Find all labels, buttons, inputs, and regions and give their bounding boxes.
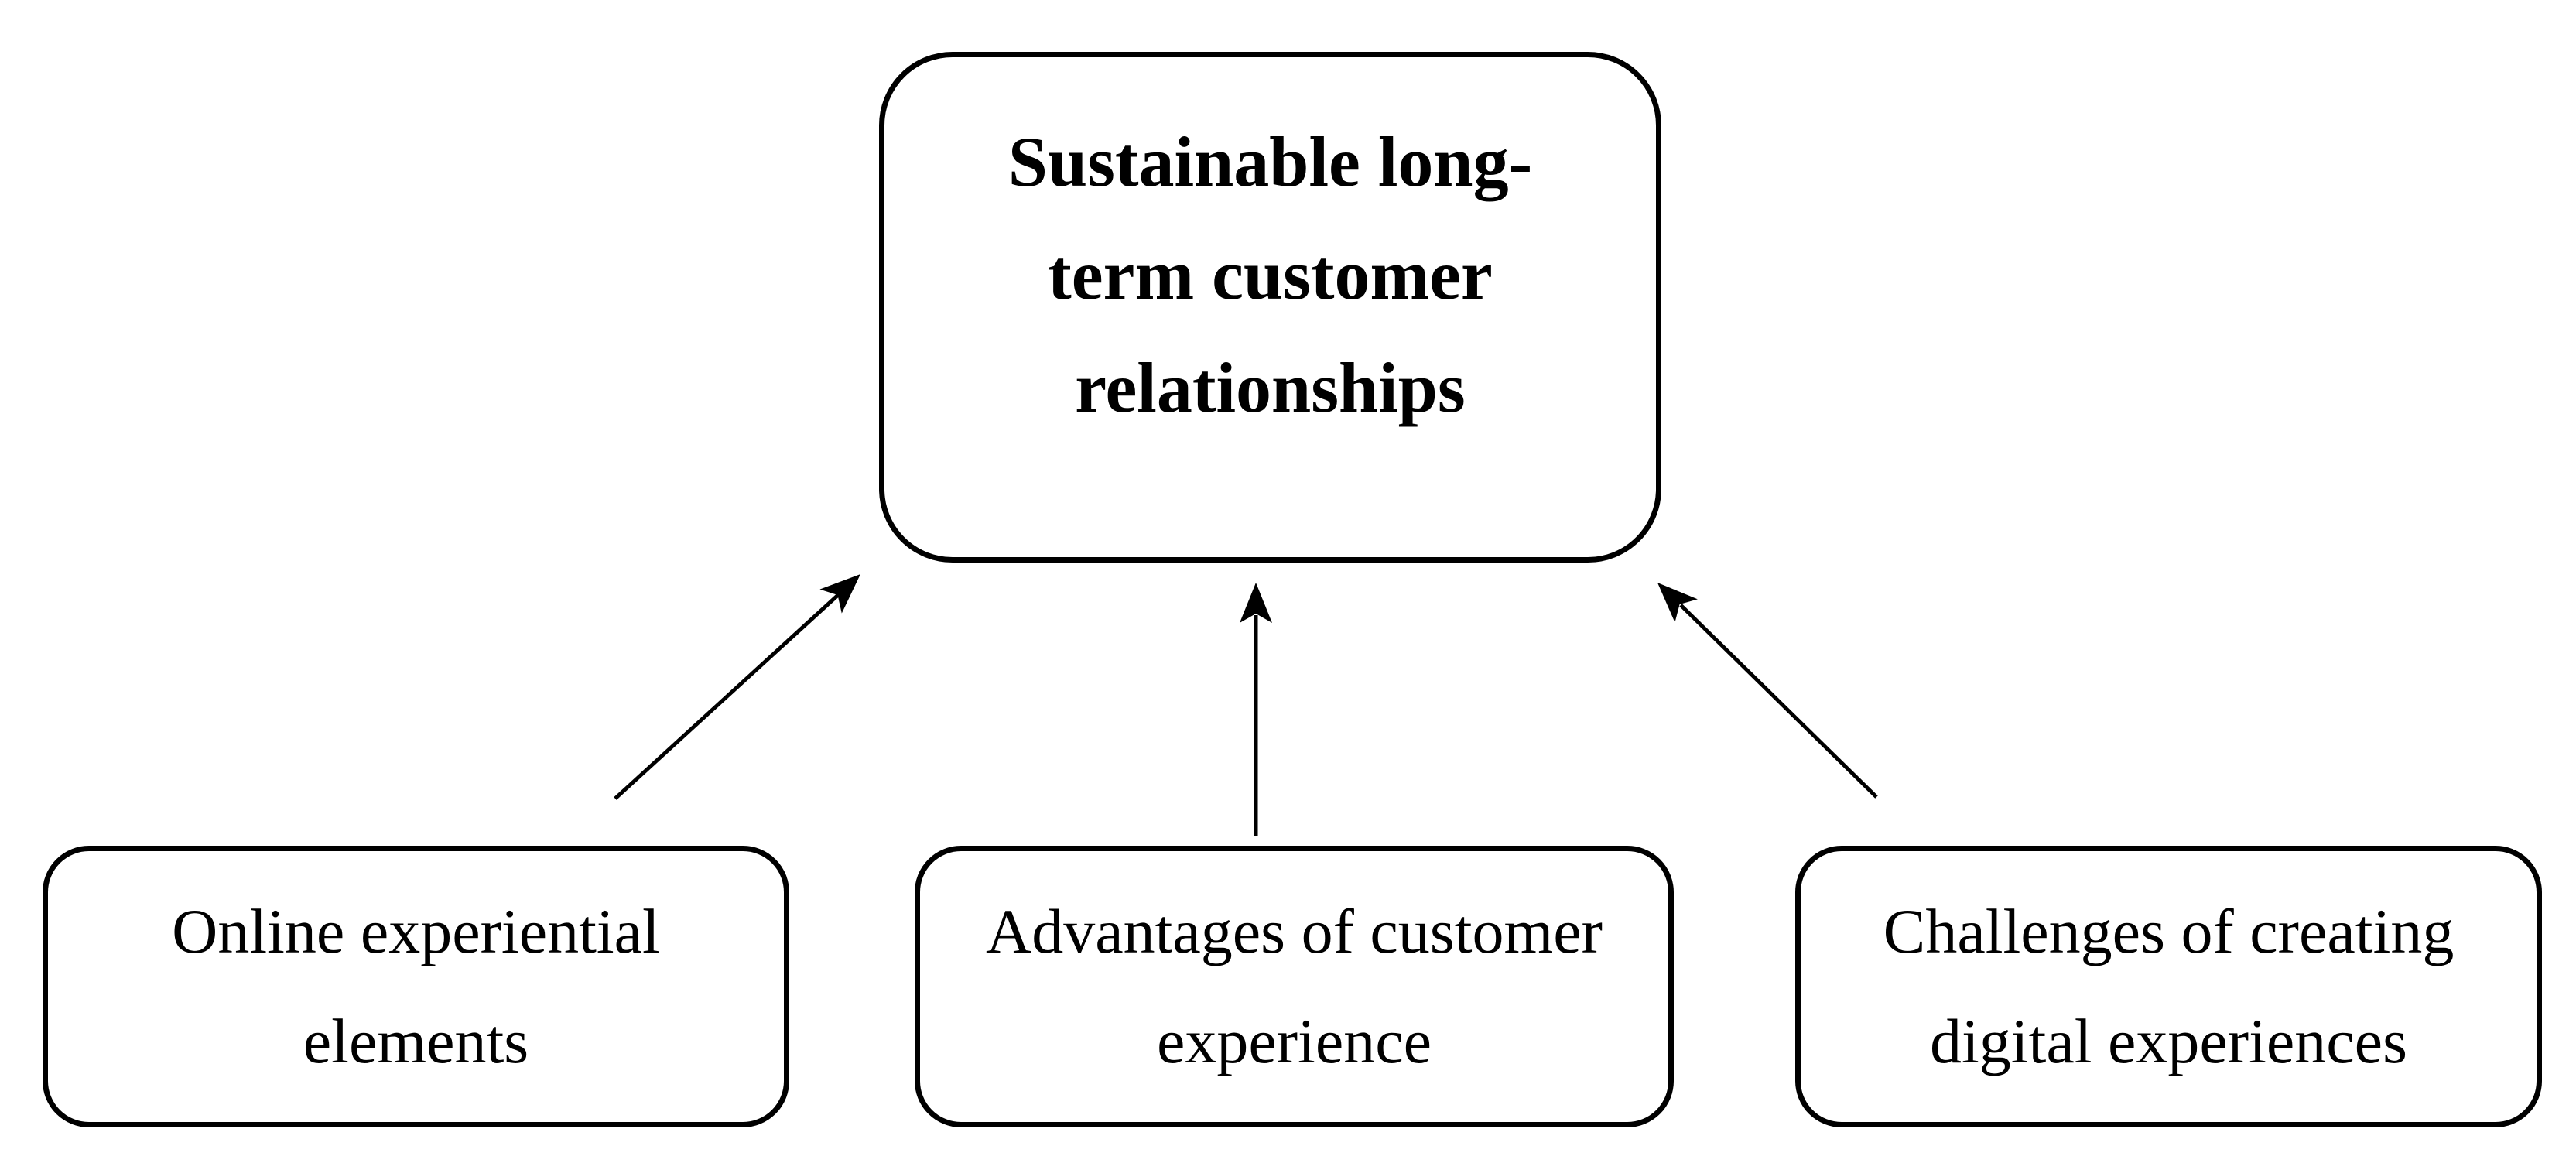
arrow-line [614, 593, 840, 800]
arrowhead-icon [819, 574, 860, 614]
arrowhead-icon [1240, 583, 1272, 623]
title-box-line: relationships [1075, 348, 1466, 427]
arrow-advantages-to-title [1240, 583, 1272, 836]
factor-box-line: Online experiential [172, 896, 660, 966]
title-box: Sustainable long- term customer relation… [879, 52, 1661, 563]
factor-box-line: experience [1156, 1006, 1432, 1076]
arrow-online-to-title [614, 574, 860, 800]
title-box-line: term customer [1048, 235, 1493, 314]
factor-box-line: digital experiences [1929, 1006, 2407, 1076]
factor-box-advantages-of-customer-experience: Advantages of customer experience [915, 846, 1674, 1127]
factor-box-line: elements [303, 1006, 529, 1076]
factor-box-line: Challenges of creating [1883, 896, 2455, 966]
arrow-line [1679, 604, 1878, 799]
factor-box-challenges-of-creating-digital-experiences: Challenges of creating digital experienc… [1795, 846, 2542, 1127]
factor-box-online-experiential-elements: Online experiential elements [43, 846, 789, 1127]
title-box-line: Sustainable long- [1007, 122, 1533, 201]
arrowhead-icon [1657, 583, 1698, 623]
factor-box-line: Advantages of customer [986, 896, 1603, 966]
arrow-challenges-to-title [1657, 583, 1878, 799]
